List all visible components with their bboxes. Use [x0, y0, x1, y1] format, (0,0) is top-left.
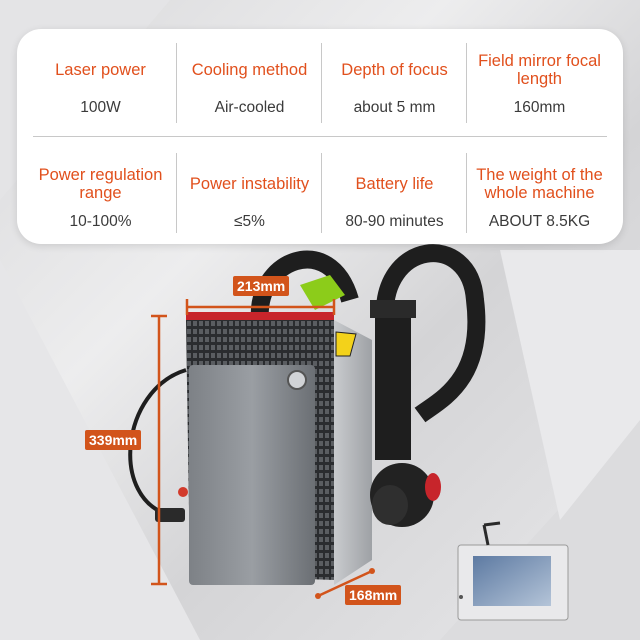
- row-divider: [33, 136, 607, 137]
- spec-battery-life: Battery life 80-90 minutes: [322, 143, 467, 238]
- spec-card: Laser power 100W Cooling method Air-cool…: [17, 29, 623, 244]
- spec-power-regulation-range: Power regulation range 10-100%: [28, 143, 173, 238]
- spec-laser-power: Laser power 100W: [28, 29, 173, 124]
- side-panel: [334, 320, 372, 585]
- spec-value: 10-100%: [69, 213, 132, 230]
- warning-label: [335, 331, 357, 357]
- spec-value: 160mm: [513, 99, 566, 116]
- spec-label: Depth of focus: [341, 61, 448, 79]
- hose-left: [250, 250, 359, 321]
- red-trim: [186, 312, 334, 322]
- dimension-depth-label: 168mm: [345, 585, 402, 605]
- spec-machine-weight: The weight of the whole machine ABOUT 8.…: [467, 143, 612, 238]
- spec-value: ABOUT 8.5KG: [488, 213, 591, 230]
- dimension-height-label: 339mm: [85, 430, 142, 450]
- red-indicator: [178, 487, 188, 497]
- hose-right: [375, 244, 486, 423]
- column-divider: [466, 153, 467, 233]
- product-image: [128, 244, 569, 621]
- controller-antenna: [482, 524, 490, 546]
- spec-label: Power regulation range: [38, 166, 163, 202]
- column-divider: [466, 43, 467, 123]
- front-panel: [189, 365, 315, 585]
- spec-label: Field mirror focal length: [478, 52, 601, 88]
- depth-dimension-line: [317, 569, 373, 598]
- cable-connector: [155, 508, 185, 522]
- spec-power-instability: Power instability ≤5%: [177, 143, 322, 238]
- spec-field-mirror-focal-length: Field mirror focal length 160mm: [467, 29, 612, 124]
- spec-row-1: Laser power 100W Cooling method Air-cool…: [17, 29, 623, 124]
- column-divider: [321, 153, 322, 233]
- spec-value: about 5 mm: [353, 99, 436, 116]
- controller-screen: [473, 556, 551, 606]
- spec-row-2: Power regulation range 10-100% Power ins…: [17, 143, 623, 238]
- spec-value: Air-cooled: [214, 99, 285, 116]
- laser-head-top: [370, 300, 416, 318]
- green-cap: [300, 275, 345, 310]
- spec-label: Battery life: [355, 175, 434, 193]
- spec-value: ≤5%: [234, 213, 265, 230]
- dimension-width-label: 213mm: [233, 276, 290, 296]
- spec-value: 80-90 minutes: [345, 213, 444, 230]
- laser-head-ring: [425, 473, 441, 501]
- spec-label: Cooling method: [191, 61, 308, 79]
- spec-value: 100W: [80, 99, 121, 116]
- laser-head-tube: [375, 310, 411, 460]
- spec-depth-of-focus: Depth of focus about 5 mm: [322, 29, 467, 124]
- spec-cooling-method: Cooling method Air-cooled: [177, 29, 322, 124]
- connector-port: [287, 370, 307, 390]
- spec-label: Power instability: [189, 175, 310, 193]
- spec-label: The weight of the whole machine: [476, 166, 603, 202]
- column-divider: [176, 153, 177, 233]
- column-divider: [176, 43, 177, 123]
- spec-label: Laser power: [55, 61, 146, 79]
- column-divider: [321, 43, 322, 123]
